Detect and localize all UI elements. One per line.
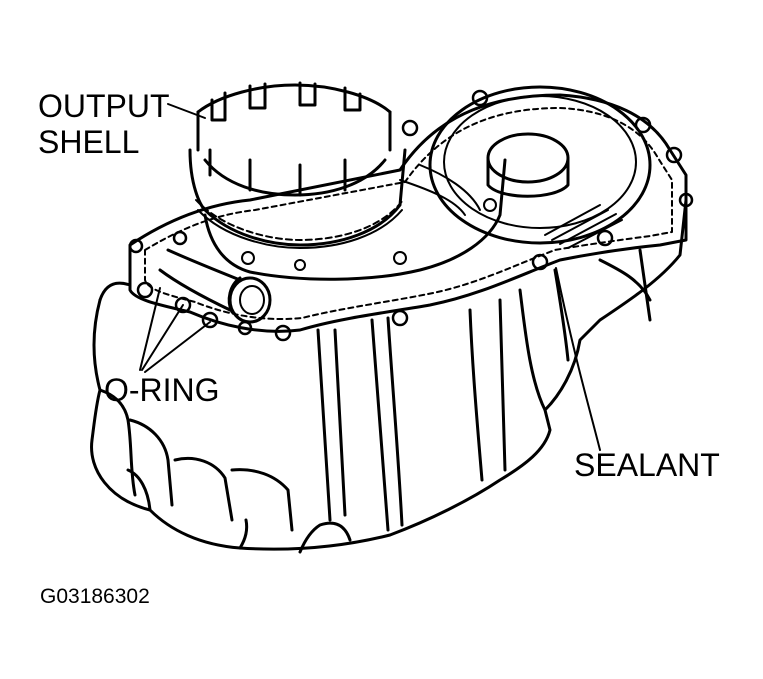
housing-body <box>90 198 688 554</box>
oil-tube <box>158 248 272 324</box>
figure-id: G03186302 <box>40 585 150 608</box>
sealant-label: SEALANT <box>574 447 720 483</box>
differential-bore <box>428 85 652 249</box>
flange-sealing-surface <box>128 89 694 342</box>
output-shell-label-line1: OUTPUT <box>38 88 170 124</box>
output-shell-label: OUTPUT SHELL <box>38 88 170 160</box>
output-shell-label-line2: SHELL <box>38 124 140 160</box>
leader-lines <box>139 103 601 451</box>
o-ring-label: O-RING <box>104 372 220 408</box>
output-shell-drum <box>188 81 507 281</box>
